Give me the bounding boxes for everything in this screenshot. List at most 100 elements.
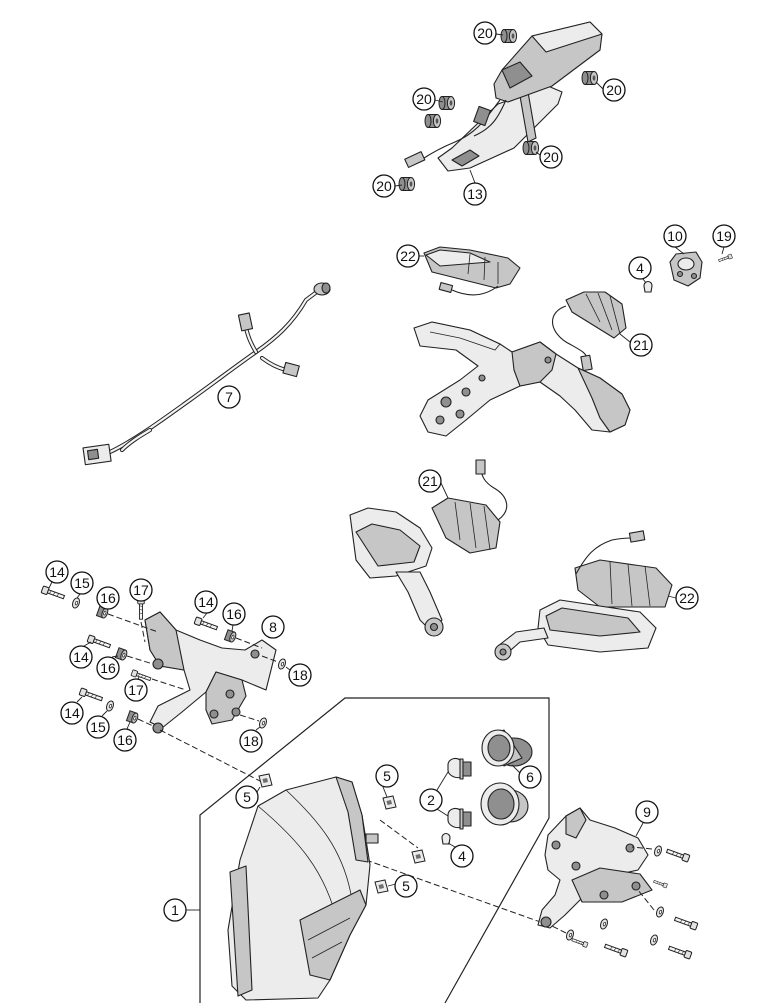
callout-circle — [86, 715, 110, 739]
rear-turn-signal-lens — [425, 249, 491, 267]
license-plate-light-hole — [676, 270, 684, 278]
callout-rear-turn-signal: 21 — [629, 333, 653, 357]
leader-line — [436, 808, 449, 817]
license-plate-light-lens — [677, 257, 695, 271]
callout-headlight-bracket: 9 — [635, 800, 659, 824]
headlight-lower-lens-inner — [307, 917, 351, 959]
callout-circle — [518, 765, 542, 789]
screw — [78, 687, 104, 704]
washer — [654, 905, 666, 919]
grommet — [424, 114, 442, 128]
callout-clip: 5 — [235, 785, 259, 809]
parking-bulb — [441, 832, 451, 845]
leader-line — [511, 764, 521, 774]
headlight-housing-top — [335, 776, 369, 863]
assembly-line — [140, 621, 146, 643]
headlight-ring — [481, 729, 533, 767]
headlight-bracket-plate — [571, 867, 653, 903]
leader-line — [231, 624, 234, 632]
leader-line — [674, 246, 685, 255]
callout-circle — [129, 578, 153, 602]
bushing — [223, 629, 238, 644]
bulb-flange — [459, 758, 464, 780]
mask-bracket-hole — [209, 709, 219, 719]
callout-grommet: 20 — [372, 174, 396, 198]
callout-circle — [663, 224, 687, 248]
callout-number: 16 — [100, 590, 116, 606]
callout-number: 14 — [49, 564, 65, 580]
assembly-line — [235, 637, 263, 649]
screw — [570, 936, 589, 948]
headlight-lower-lens — [299, 889, 367, 981]
tail-light-connector — [473, 105, 491, 127]
callout-number: 22 — [400, 248, 416, 264]
assembly-line — [365, 859, 547, 925]
ring-opening — [487, 788, 515, 820]
clip — [374, 879, 389, 894]
callout-number: 20 — [477, 25, 493, 41]
bushing — [125, 710, 140, 725]
washer — [648, 933, 660, 947]
leader-line — [635, 822, 644, 837]
headlight-side-wing — [229, 865, 253, 997]
callout-number: 22 — [679, 590, 695, 606]
callout-screw: 14 — [194, 590, 218, 614]
front-turn-signal-left-connector — [475, 459, 486, 475]
rear-turn-signal-right-wire — [551, 305, 589, 361]
callout-number: 16 — [226, 606, 242, 622]
callout-circle — [235, 785, 259, 809]
callout-circle — [396, 244, 420, 268]
washer — [276, 657, 288, 671]
assembly-line — [151, 678, 187, 691]
callout-number: 14 — [73, 649, 89, 665]
callout-bushing: 16 — [96, 586, 120, 610]
callout-headlight-bulb: 2 — [419, 788, 443, 812]
callout-circle — [60, 701, 84, 725]
callout-number: 6 — [526, 769, 534, 785]
leader-line — [440, 482, 449, 499]
leader-line — [83, 641, 92, 647]
callout-number: 2 — [427, 792, 435, 808]
license-plate-light-hole — [690, 272, 698, 280]
callout-circle — [222, 602, 246, 626]
rear-frame-hole — [435, 415, 445, 425]
headlight-bulb — [447, 757, 472, 780]
tail-light-lens — [501, 61, 533, 89]
washer — [104, 699, 116, 713]
bulb-flange — [459, 808, 464, 830]
rear-turn-signal-ribs — [467, 253, 499, 284]
callout-circle — [239, 729, 263, 753]
leader-line — [255, 726, 261, 731]
front-signal-housing-left-lens — [355, 523, 421, 567]
callout-front-turn-signal: 22 — [675, 586, 699, 610]
callout-wiring-harness: 7 — [217, 385, 241, 409]
callout-number: 20 — [606, 82, 622, 98]
callout-number: 17 — [128, 682, 144, 698]
clip — [382, 795, 397, 810]
callout-circle — [113, 728, 137, 752]
callout-number: 1 — [171, 902, 179, 918]
clip — [411, 849, 426, 864]
callout-clip: 5 — [375, 764, 399, 788]
callout-front-turn-signal: 21 — [418, 469, 442, 493]
callout-number: 20 — [416, 91, 432, 107]
leader-line — [256, 786, 261, 793]
headlight-group-frame — [199, 697, 550, 1004]
mask-bracket-hole — [231, 707, 241, 717]
callout-washer: 15 — [86, 715, 110, 739]
callout-tail-light: 13 — [463, 182, 487, 206]
leader-line — [285, 666, 291, 671]
mask-bracket-hole — [250, 649, 260, 659]
callout-circle — [375, 764, 399, 788]
callout-headlight-ring: 6 — [518, 765, 542, 789]
assembly-line — [379, 819, 419, 849]
callout-number: 18 — [292, 667, 308, 683]
assembly-line — [137, 718, 154, 727]
ring-opening — [487, 734, 511, 762]
callout-number: 18 — [243, 733, 259, 749]
callout-number: 14 — [64, 705, 80, 721]
headlight-bracket-assembly — [537, 807, 699, 960]
wiring-harness — [82, 282, 331, 466]
callout-number: 4 — [636, 260, 644, 276]
headlight-bracket-hole — [571, 861, 581, 871]
